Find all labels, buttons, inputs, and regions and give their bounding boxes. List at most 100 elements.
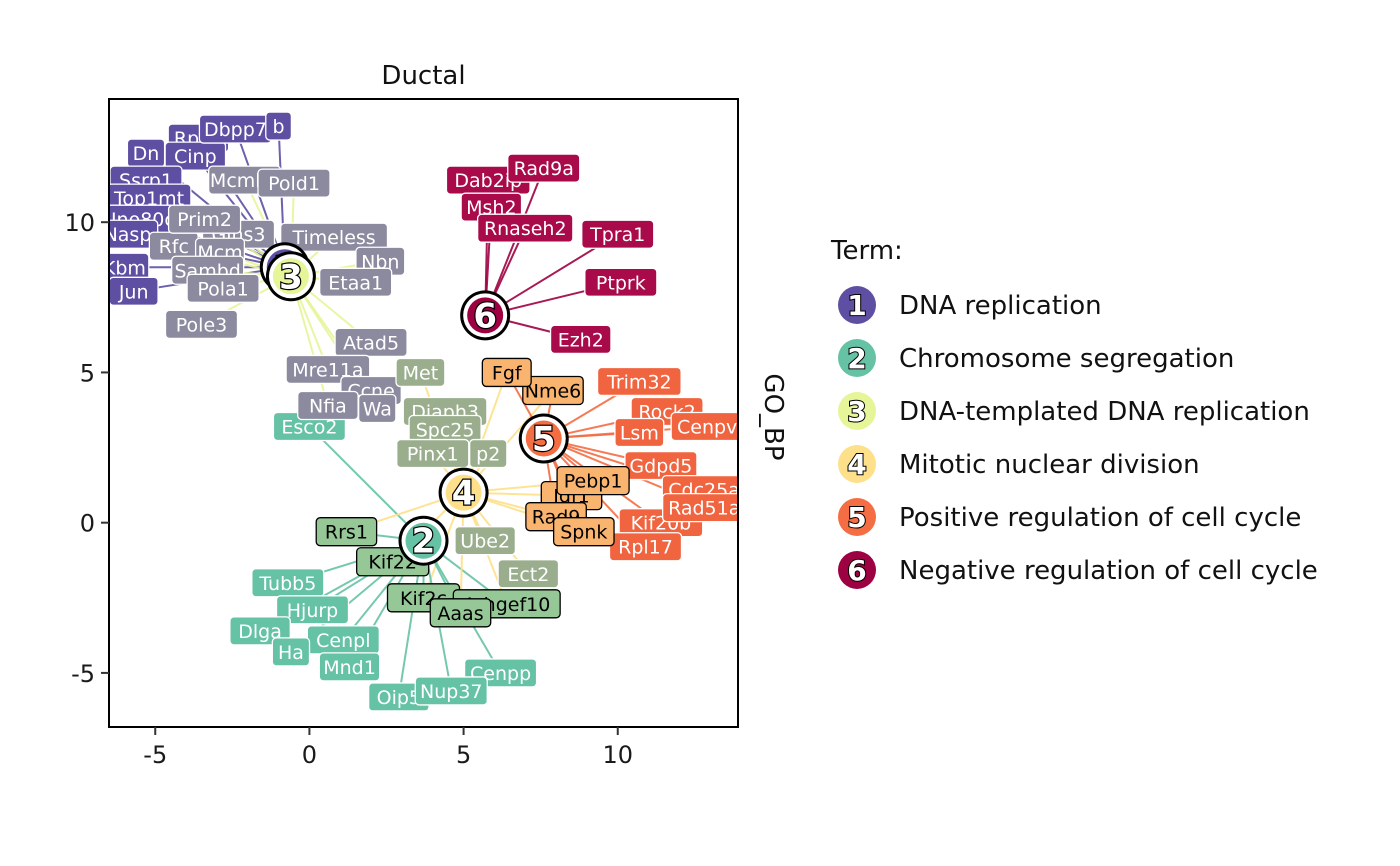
gene-label-box (584, 267, 658, 297)
gene-label: Dn (126, 138, 166, 168)
legend-key-id: 3 (847, 395, 866, 428)
gene-label: Ube2 (454, 526, 517, 556)
gene-label-text: Timeless (291, 227, 375, 249)
term-node-fill (445, 474, 482, 511)
gene-label-box (581, 219, 655, 249)
gene-label: Rpl17 (608, 532, 683, 562)
gene-label: Pold1 (257, 168, 331, 198)
gene-label-box (167, 204, 242, 234)
gene-label-box (396, 438, 470, 469)
gene-label-text: Nup37 (420, 681, 483, 703)
gene-label-text: Pold1 (268, 173, 320, 195)
gene-label-text: Esco2 (281, 417, 337, 439)
legend-key-id: 6 (847, 554, 866, 587)
gene-label: Rnaseh2 (476, 213, 574, 243)
term-node-id: 3 (279, 257, 303, 297)
gene-label: Rad9a (507, 153, 581, 183)
gene-label: Pola1 (186, 273, 260, 303)
x-tick-label: -5 (143, 741, 167, 769)
gene-label-box (608, 532, 683, 562)
gene-label-text: b (273, 116, 285, 138)
chart-title: Ductal (381, 61, 465, 91)
gene-label: Pole3 (164, 309, 239, 340)
gene-label: Gdpd5 (624, 450, 698, 481)
term-node-fill (525, 420, 562, 457)
gene-label-box (497, 559, 560, 589)
gene-label-box (357, 393, 397, 424)
gene-label: Kbm (109, 252, 150, 282)
gene-label-text: Trim32 (606, 371, 672, 393)
gene-label-box (164, 309, 239, 340)
term-node: 6 (460, 290, 511, 341)
legend-label: Mitotic nuclear division (899, 450, 1200, 480)
gene-label: Nasp (109, 219, 159, 249)
term-node-id: 6 (473, 296, 497, 336)
gene-label: Prim2 (167, 204, 242, 234)
gene-label-text: Cinp (174, 146, 217, 168)
gene-label-box (507, 153, 581, 183)
gene-label: Jun (109, 276, 159, 306)
legend-key (838, 551, 876, 589)
gene-label: Cenpv (670, 411, 738, 442)
legend-title: Term: (830, 236, 903, 266)
gene-label-text: Dab2ip (454, 170, 522, 192)
gene-label-text: Nfia (309, 395, 347, 417)
gene-label: Lsm (614, 417, 665, 448)
gene-label-text: Fgf (492, 362, 523, 384)
gene-label-text: Ube2 (460, 531, 510, 553)
gene-label-text: Dn (133, 143, 160, 165)
gene-label-text: Mnd1 (323, 657, 376, 679)
legend-key (838, 339, 876, 377)
gene-label-text: Ptprk (596, 272, 646, 294)
gene-label-text: Gdpd5 (629, 456, 692, 478)
y-tick-label: 0 (80, 510, 95, 538)
gene-label-box (552, 517, 615, 547)
gene-label-text: Pola1 (197, 278, 248, 300)
gene-label: Atad5 (334, 327, 408, 358)
gene-label-text: Pole3 (176, 314, 227, 336)
gene-label-text: Rrs1 (325, 522, 368, 544)
gene-label-box (271, 637, 311, 667)
gene-label-box (429, 598, 492, 628)
y-tick-label: -5 (71, 660, 95, 688)
gene-label-box (454, 526, 517, 556)
gene-label: Ezh2 (549, 324, 612, 355)
gene-label-text: Hjurp (287, 600, 338, 622)
gene-label-box (334, 327, 408, 358)
term-node: 2 (398, 515, 449, 566)
gene-label: Ect2 (497, 559, 560, 589)
gene-label: Timeless (280, 222, 389, 252)
gene-label-text: Pinx1 (407, 444, 459, 466)
term-node-fill (272, 258, 309, 295)
gene-label-text: Tubb5 (258, 573, 316, 595)
gene-label-box (556, 465, 630, 496)
panel-border (108, 98, 739, 728)
gene-label: Rrs1 (315, 517, 378, 547)
gene-label: Nme6 (522, 375, 584, 406)
gene-label-text: Ect2 (507, 564, 549, 586)
gene-label: Tubb5 (251, 568, 325, 598)
facet-strip-label: GO_BP (758, 373, 788, 460)
gene-label: Pinx1 (396, 438, 470, 469)
gene-label: Hjurp (275, 595, 350, 625)
gene-label-text: Oip5 (377, 687, 421, 709)
gene-label-text: Cenpl (316, 630, 370, 652)
legend-label: Negative regulation of cell cycle (899, 556, 1318, 586)
term-node-id: 5 (532, 420, 556, 460)
gene-label-box (164, 141, 227, 171)
gene-label: Spnk (552, 517, 615, 547)
term-node: 5 (518, 413, 569, 464)
legend-label: Chromosome segregation (899, 344, 1234, 374)
legend-key (838, 445, 876, 483)
gene-label-box (662, 493, 738, 523)
gene-label-text: Ha (278, 642, 304, 664)
gene-label-text: Dbpp7 (204, 119, 267, 141)
gene-label-box (414, 676, 488, 706)
gene-label-text: Lsm (620, 423, 659, 445)
gene-label: Wa (357, 393, 397, 424)
gene-label: p2 (468, 438, 508, 469)
gene-label: Etaa1 (319, 267, 393, 297)
